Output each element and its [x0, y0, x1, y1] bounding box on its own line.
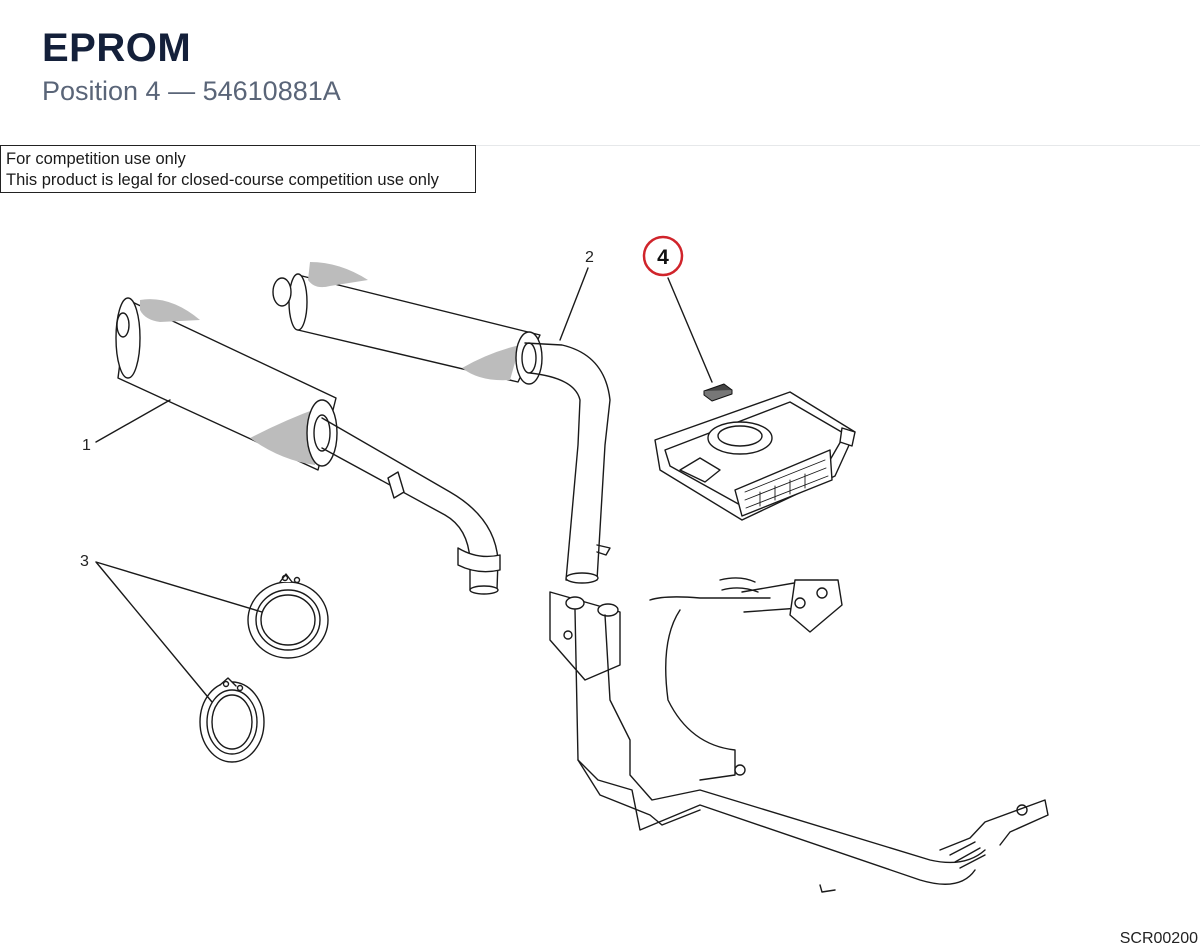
part-number: 54610881A	[202, 76, 341, 106]
callout-1[interactable]: 1	[82, 437, 91, 454]
callout-4: 4	[657, 246, 669, 269]
leader-line-4	[667, 277, 713, 383]
notice-line-1: For competition use only	[6, 150, 186, 168]
callout-3[interactable]: 3	[80, 553, 89, 570]
position-label: Position 4	[42, 76, 161, 106]
exhaust-header[interactable]	[549, 577, 1049, 893]
subtitle-separator: —	[168, 76, 196, 106]
competition-notice: For competition use only This product is…	[0, 145, 476, 193]
leader-line-1	[95, 399, 171, 443]
leader-line-2	[559, 267, 589, 341]
clamp-upper[interactable]	[247, 573, 329, 659]
highlight-ring	[642, 235, 684, 277]
ecu-unit[interactable]	[654, 391, 856, 521]
leader-line-3	[95, 561, 263, 703]
eprom-chip[interactable]	[703, 383, 733, 402]
page-subtitle: Position 4 — 54610881A	[42, 76, 341, 107]
silencer-upper[interactable]	[272, 262, 611, 584]
page-header: EPROM Position 4 — 54610881A	[0, 0, 1200, 146]
clamp-lower[interactable]	[199, 677, 265, 763]
drawing-reference: SCR00200	[1119, 930, 1198, 947]
notice-line-2: This product is legal for closed-course …	[6, 171, 439, 189]
callout-2[interactable]: 2	[585, 249, 594, 266]
silencer-lower[interactable]	[115, 297, 501, 595]
page-title: EPROM	[42, 26, 192, 70]
callout-4-highlight[interactable]: 4	[642, 235, 684, 277]
